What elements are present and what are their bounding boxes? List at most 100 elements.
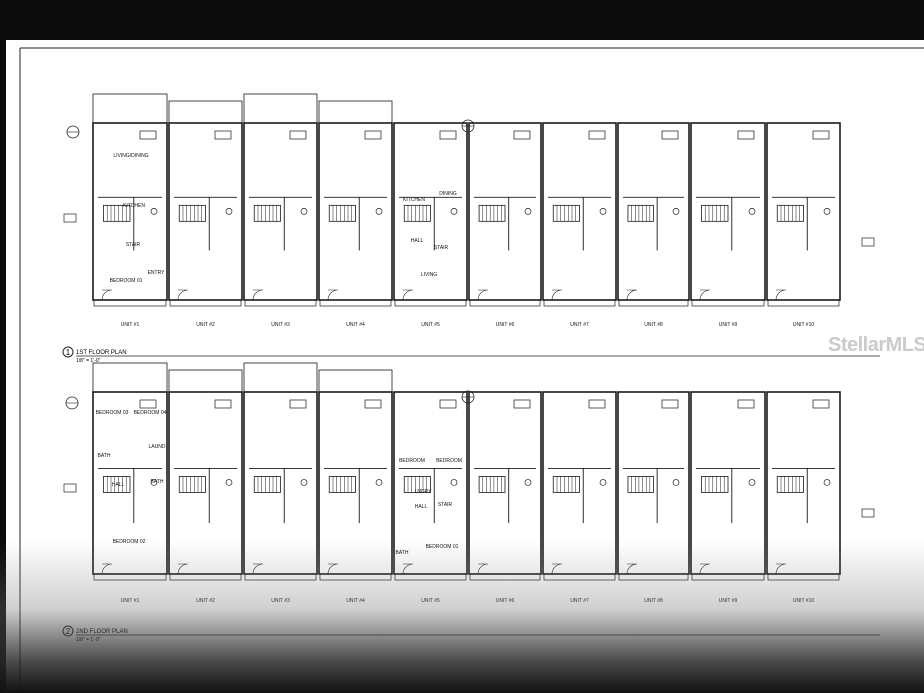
front-stoop — [618, 573, 689, 581]
plan2-unit-1: UNIT #1 — [92, 362, 168, 604]
front-stoop — [691, 299, 765, 307]
stair — [478, 476, 506, 493]
fixture — [748, 479, 756, 486]
plan2-unit-8: UNIT #8 — [617, 391, 690, 604]
fixture — [599, 207, 607, 215]
unit-label: UNIT #9 — [719, 598, 738, 604]
counter — [661, 130, 679, 140]
plan2-title: 2ND FLOOR PLAN — [76, 629, 128, 635]
counter — [364, 399, 382, 409]
room-bedroom04: BEDROOM 04 — [134, 410, 167, 416]
unit-label: UNIT #10 — [793, 322, 815, 328]
front-stoop — [244, 573, 317, 581]
fixture — [450, 207, 458, 215]
fixture — [300, 207, 308, 215]
door-swing — [775, 563, 787, 575]
counter — [139, 399, 157, 409]
porch-outline — [168, 369, 243, 393]
counter — [214, 399, 232, 409]
plan1-unit-2: UNIT #2 — [168, 100, 243, 328]
room-kitchen-unit1: KITCHEN — [123, 203, 145, 209]
unit-label: UNIT #7 — [570, 322, 589, 328]
front-stoop — [319, 573, 392, 581]
room-bath-a: BATH — [98, 453, 111, 459]
plan2-unit-2: UNIT #2 — [168, 369, 243, 604]
door-swing — [477, 289, 489, 301]
unit-label: UNIT #10 — [793, 598, 815, 604]
front-stoop — [543, 299, 616, 307]
room-bedroom01-unit5: BEDROOM 01 — [426, 544, 459, 550]
stair — [253, 476, 281, 493]
counter — [513, 399, 531, 409]
fixture — [748, 207, 756, 215]
plan1-number: 1 — [66, 348, 71, 357]
room-bath-unit5: BATH — [396, 550, 409, 556]
unit-label: UNIT #6 — [496, 322, 515, 328]
plan2-number: 2 — [66, 627, 71, 636]
porch-outline — [92, 362, 168, 393]
room-living-dining: LIVING/DINING — [113, 153, 148, 159]
unit-label: UNIT #1 — [121, 598, 140, 604]
counter — [139, 130, 157, 140]
stair — [328, 204, 356, 222]
fixture — [300, 479, 308, 486]
elevation-marker-icon — [63, 213, 77, 223]
stair — [328, 476, 356, 493]
front-stoop — [767, 573, 840, 581]
room-entry-unit1: ENTRY — [148, 270, 166, 276]
front-stoop — [244, 299, 317, 307]
unit-label: UNIT #1 — [121, 322, 140, 328]
stair — [478, 204, 506, 222]
plan1-title: 1ST FLOOR PLAN — [76, 350, 127, 356]
stair — [701, 204, 729, 222]
counter — [737, 130, 755, 140]
stair — [178, 204, 206, 222]
room-bedroom-unit5-b: BEDROOM — [436, 458, 462, 464]
fixture — [375, 207, 383, 215]
plan2-title-block: 2 2ND FLOOR PLAN 1/8" = 1'-0" — [62, 625, 880, 643]
counter — [289, 130, 307, 140]
plan1-unit-5: UNIT #5 — [393, 122, 468, 328]
room-bath-b: BATH — [151, 479, 164, 485]
door-swing — [402, 563, 414, 575]
counter — [588, 399, 606, 409]
plan2-unit-4: UNIT #4 — [318, 369, 393, 604]
counter — [513, 130, 531, 140]
front-stoop — [93, 299, 167, 307]
top-bar — [0, 0, 924, 40]
front-stoop — [169, 573, 242, 581]
counter — [812, 399, 830, 409]
room-laund: LAUND — [149, 444, 166, 450]
stair — [253, 204, 281, 222]
fixture — [823, 207, 831, 215]
plan1-unit-1: UNIT #1 — [92, 93, 168, 328]
door-swing — [252, 563, 264, 575]
room-stair-unit5: STAIR — [434, 245, 449, 251]
unit-label: UNIT #6 — [496, 598, 515, 604]
door-swing — [177, 289, 189, 301]
fixture — [823, 479, 831, 486]
plan1-unit-4: UNIT #4 — [318, 100, 393, 328]
unit-label: UNIT #4 — [346, 598, 365, 604]
front-stoop — [767, 299, 840, 307]
door-swing — [327, 289, 339, 301]
counter — [812, 130, 830, 140]
unit-label: UNIT #3 — [271, 322, 290, 328]
door-swing — [101, 563, 113, 575]
stair — [178, 476, 206, 493]
stair — [103, 204, 131, 222]
front-stoop — [691, 573, 765, 581]
door-swing — [699, 289, 711, 301]
counter — [364, 130, 382, 140]
room-hall-unit5: HALL — [411, 238, 424, 244]
counter — [439, 399, 457, 409]
unit-label: UNIT #9 — [719, 322, 738, 328]
room-bedroom02: BEDROOM 02 — [113, 539, 146, 545]
door-swing — [626, 563, 638, 575]
stair — [552, 204, 580, 222]
stair — [627, 204, 654, 222]
door-swing — [252, 289, 264, 301]
stair — [701, 476, 729, 493]
